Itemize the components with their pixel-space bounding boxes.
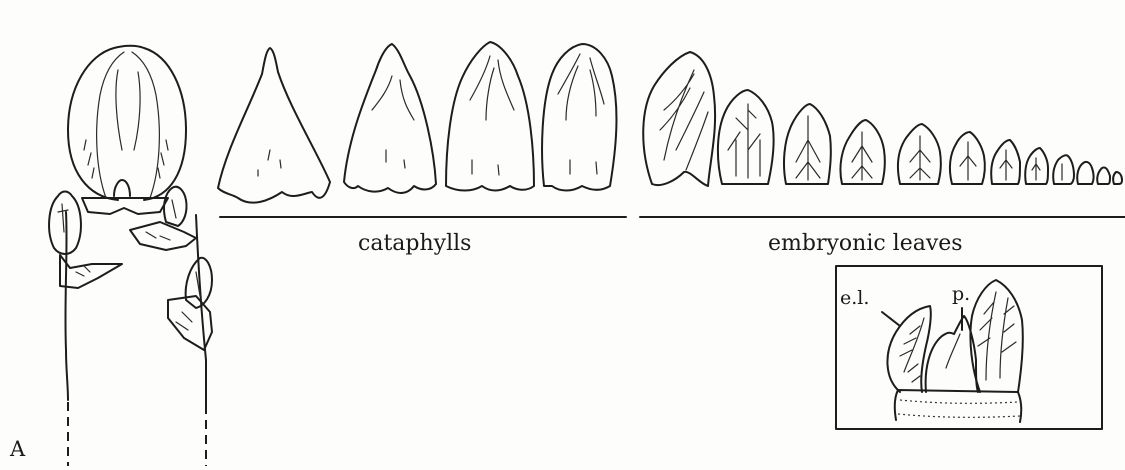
inset-detail: e.l. p.: [836, 266, 1102, 429]
cataphyll-1: [218, 48, 330, 203]
cataphyll-3: [446, 42, 534, 191]
cataphyll-2: [344, 44, 436, 193]
panel-label: A: [9, 437, 26, 461]
inset-label-embryonic-leaf: e.l.: [840, 287, 869, 309]
embryonic-leaf-12: [1113, 172, 1122, 184]
embryonic-leaves-label: embryonic leaves: [768, 231, 963, 256]
shoot-axis-drawing: [49, 46, 212, 466]
cataphyll-series: cataphylls: [218, 42, 626, 256]
embryonic-leaf-8: [1025, 148, 1048, 184]
embryonic-leaf-7: [991, 140, 1020, 184]
embryonic-leaf-10: [1077, 162, 1093, 184]
inset-label-primordium: p.: [952, 283, 970, 305]
embryonic-leaf-11: [1097, 167, 1110, 184]
embryonic-leaf-1: [643, 52, 715, 186]
embryonic-leaf-2: [718, 90, 774, 184]
embryonic-leaf-series: embryonic leaves: [640, 52, 1125, 256]
cataphyll-4: [542, 44, 616, 191]
cataphylls-label: cataphylls: [358, 231, 471, 256]
embryonic-leaf-9: [1053, 155, 1074, 184]
embryonic-leaf-6: [950, 132, 985, 184]
embryonic-leaf-4: [840, 120, 884, 184]
embryonic-leaf-3: [784, 104, 831, 184]
embryonic-leaf-5: [898, 124, 941, 184]
